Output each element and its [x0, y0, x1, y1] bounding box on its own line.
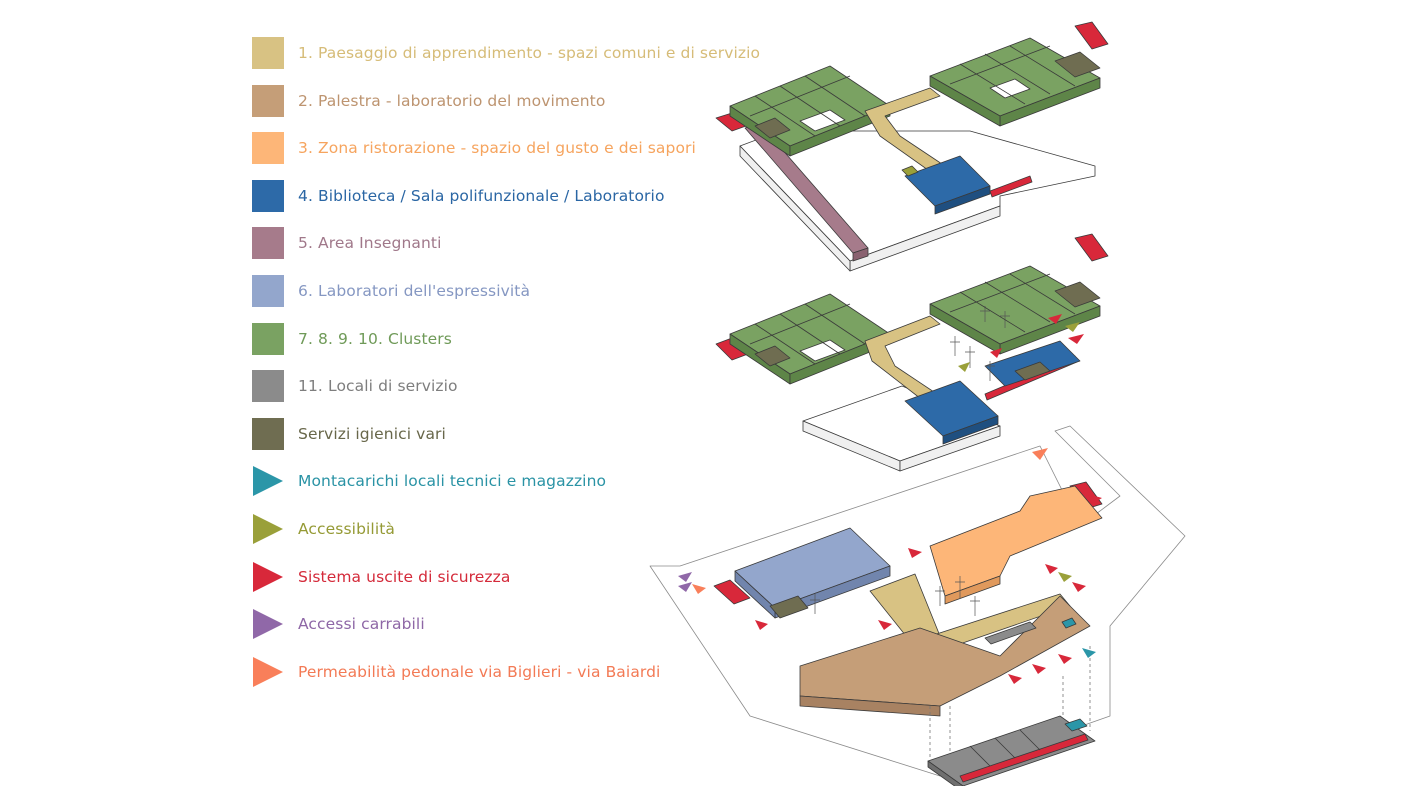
legend-item-paesaggio: 1. Paesaggio di apprendimento - spazi co… — [252, 36, 760, 70]
pedestrian-arrow — [1032, 448, 1048, 460]
dining-ground — [929, 485, 1103, 597]
legend-item-espressivita: 6. Laboratori dell'espressività — [252, 274, 530, 308]
arrow-icon — [253, 609, 283, 640]
legend-swatch-insegnanti — [252, 227, 284, 260]
corridor-middle — [864, 315, 941, 403]
exit-arrow — [990, 348, 1002, 358]
legend-label: 1. Paesaggio di apprendimento - spazi co… — [298, 44, 761, 62]
legend-item-montacarichi: Montacarichi locali tecnici e magazzino — [252, 464, 606, 498]
floor-top — [715, 21, 1109, 272]
axonometric-floor-plans — [649, 21, 1186, 786]
accessibility-arrow — [1065, 322, 1080, 332]
legend-swatch-clusters — [252, 322, 284, 355]
legend-swatch-biblioteca — [252, 179, 284, 212]
vehicle-arrow — [678, 582, 692, 592]
legend-label: Accessibilità — [298, 520, 396, 538]
exit-arrow — [1048, 314, 1062, 324]
exit-arrow — [1072, 582, 1086, 592]
legend-item-accessibilita: Accessibilità — [252, 512, 395, 546]
legend-label: Servizi igienici vari — [298, 424, 446, 443]
arrow-icon — [253, 561, 283, 592]
legend-label: Montacarichi locali tecnici e magazzino — [298, 472, 607, 491]
legend-item-palestra: 2. Palestra - laboratorio del movimento — [252, 84, 605, 118]
legend-swatch-palestra — [252, 84, 284, 117]
exit-arrow — [878, 620, 892, 630]
arrow-icon — [253, 466, 283, 497]
exit-arrow — [1088, 494, 1102, 504]
legend-swatch-igienici — [252, 417, 284, 450]
legend-label: 3. Zona ristorazione - spazio del gusto … — [298, 139, 696, 158]
exit-arrow — [1068, 334, 1084, 344]
legend-item-biblioteca: 4. Biblioteca / Sala polifunzionale / La… — [252, 179, 665, 213]
floor-middle — [715, 233, 1109, 472]
pedestrian-arrow — [692, 584, 706, 594]
legend-label: 11. Locali di servizio — [298, 377, 458, 396]
legend-item-igienici: Servizi igienici vari — [252, 417, 446, 451]
exit-arrow — [908, 548, 922, 558]
legend-label: 7. 8. 9. 10. Clusters — [298, 329, 452, 348]
legend-label: 2. Palestra - laboratorio del movimento — [298, 91, 606, 110]
legend-item-carrabili: Accessi carrabili — [252, 607, 425, 641]
corridor-top — [864, 87, 961, 183]
legend-label: 4. Biblioteca / Sala polifunzionale / La… — [298, 186, 665, 205]
exit-arrow — [1032, 664, 1046, 674]
gym-ground — [799, 595, 1091, 707]
legend-item-clusters: 7. 8. 9. 10. Clusters — [252, 322, 452, 356]
library-wing-middle — [984, 340, 1081, 387]
arrow-icon — [253, 514, 283, 544]
exit-arrow — [1058, 654, 1072, 664]
floor-basement — [927, 715, 1096, 786]
legend-swatch-servizio — [252, 370, 284, 403]
vehicle-arrow — [678, 572, 692, 582]
arrows — [678, 314, 1102, 684]
legend-item-insegnanti: 5. Area Insegnanti — [252, 226, 442, 260]
legend-label: Sistema uscite di sicurezza — [298, 567, 511, 586]
exit-arrow — [755, 620, 768, 630]
legend-item-sicurezza: Sistema uscite di sicurezza — [252, 560, 510, 594]
legend-swatch-espressivita — [252, 275, 284, 307]
legend-item-pedonale: Permeabilità pedonale via Biglieri - via… — [252, 655, 660, 689]
exit-arrow — [1045, 564, 1058, 574]
elevator-arrow — [1082, 648, 1096, 658]
legend-label: Permeabilità pedonale via Biglieri - via… — [298, 662, 661, 681]
floor-ground — [649, 425, 1186, 777]
exit-arrow — [1008, 674, 1022, 684]
legend-item-servizio: 11. Locali di servizio — [252, 369, 458, 403]
legend-swatch-paesaggio — [252, 37, 284, 69]
legend-label: Accessi carrabili — [298, 615, 425, 634]
accessibility-arrow — [958, 362, 970, 372]
legend-label: 5. Area Insegnanti — [298, 234, 442, 253]
legend-label: 6. Laboratori dell'espressività — [298, 282, 531, 300]
legend-item-ristorazione: 3. Zona ristorazione - spazio del gusto … — [252, 131, 696, 165]
accessibility-arrow — [1058, 572, 1072, 582]
legend-swatch-ristorazione — [252, 132, 284, 165]
arrow-icon — [253, 656, 283, 687]
